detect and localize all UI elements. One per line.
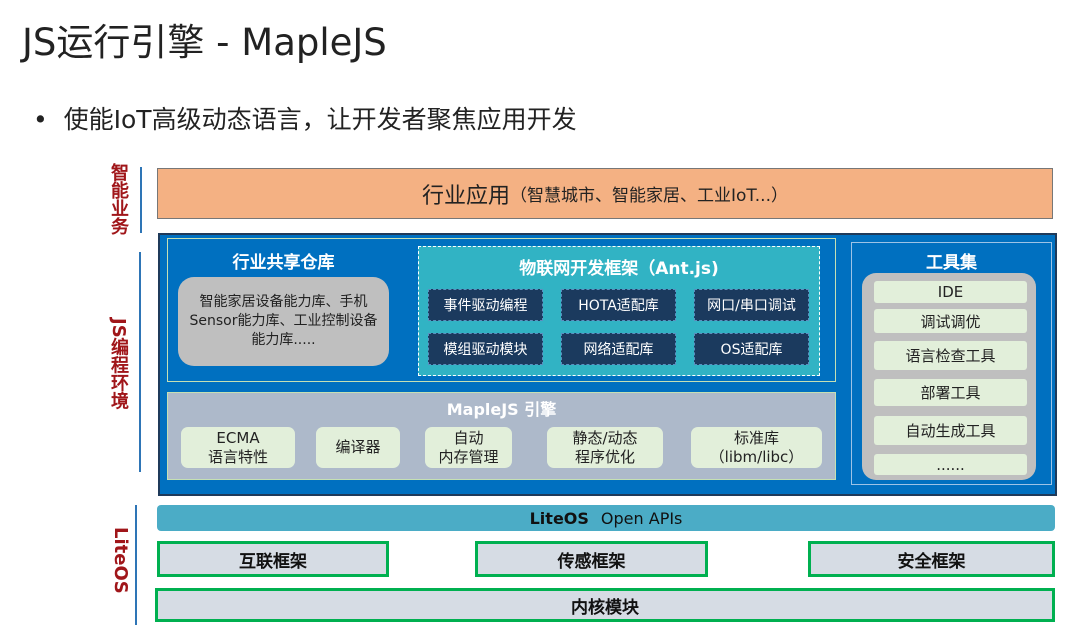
bullet-text: 使能IoT高级动态语言，让开发者聚焦应用开发	[63, 105, 577, 134]
antjs-item: 网络适配库	[561, 333, 676, 365]
framework-box: 安全框架	[808, 541, 1055, 577]
maplejs-item: 静态/动态程序优化	[547, 427, 663, 468]
label-business: 智能业务	[108, 163, 129, 235]
divider	[135, 505, 137, 625]
item-line: 内存管理	[438, 447, 499, 466]
antjs-item: OS适配库	[694, 333, 809, 365]
bullet-dot-icon: •	[33, 105, 64, 134]
tool-item: ......	[874, 454, 1027, 475]
slide-title: JS运行引擎 - MapleJS	[22, 21, 387, 64]
item-line: ECMA	[216, 428, 260, 447]
liteos-bold: LiteOS	[529, 508, 589, 528]
item-line: 自动	[453, 428, 484, 447]
app-layer-title: 行业应用	[421, 183, 510, 209]
item-line: 程序优化	[574, 447, 635, 466]
maplejs-item: 自动内存管理	[425, 427, 512, 468]
label-js-env: JS编程环境	[108, 318, 129, 410]
antjs-item: 事件驱动编程	[428, 289, 543, 321]
bullet-point: • 使能IoT高级动态语言，让开发者聚焦应用开发	[33, 100, 577, 136]
liteos-open-apis: LiteOS Open APIs	[157, 505, 1055, 531]
item-line: （libm/libc）	[709, 447, 804, 466]
tool-item: IDE	[874, 281, 1027, 303]
maplejs-item: 标准库（libm/libc）	[691, 427, 822, 468]
tools-panel	[851, 242, 1052, 485]
tool-item: 语言检查工具	[874, 341, 1027, 370]
tools-title: 工具集	[926, 252, 977, 273]
item-line: 静态/动态	[572, 428, 638, 447]
framework-box: 互联框架	[157, 541, 389, 577]
item-line: 标准库	[733, 428, 779, 447]
framework-area	[167, 238, 836, 382]
tools-list	[862, 273, 1036, 480]
divider	[139, 252, 141, 472]
maplejs-title: MapleJS 引擎	[446, 400, 557, 419]
divider	[140, 167, 142, 233]
tool-item: 自动生成工具	[874, 416, 1027, 445]
maplejs-item: 编译器	[316, 427, 400, 468]
framework-box: 传感框架	[475, 541, 708, 577]
tool-item: 调试调优	[874, 309, 1027, 333]
antjs-item: 模组驱动模块	[428, 333, 543, 365]
antjs-item: 网口/串口调试	[694, 289, 809, 321]
shared-repo-box: 智能家居设备能力库、手机Sensor能力库、工业控制设备能力库.....	[178, 277, 389, 366]
antjs-item: HOTA适配库	[561, 289, 676, 321]
antjs-title: 物联网开发框架（Ant.js)	[519, 258, 719, 279]
kernel-box: 内核模块	[155, 588, 1055, 622]
open-apis-label: Open APIs	[600, 508, 683, 528]
tool-item: 部署工具	[874, 379, 1027, 406]
app-layer-examples: （智慧城市、智能家居、工业IoT...）	[510, 186, 788, 206]
shared-repo-title: 行业共享仓库	[232, 252, 335, 273]
label-liteos: LiteOS	[110, 527, 131, 594]
item-line: 语言特性	[207, 447, 268, 466]
app-layer: 行业应用（智慧城市、智能家居、工业IoT...）	[157, 168, 1053, 219]
